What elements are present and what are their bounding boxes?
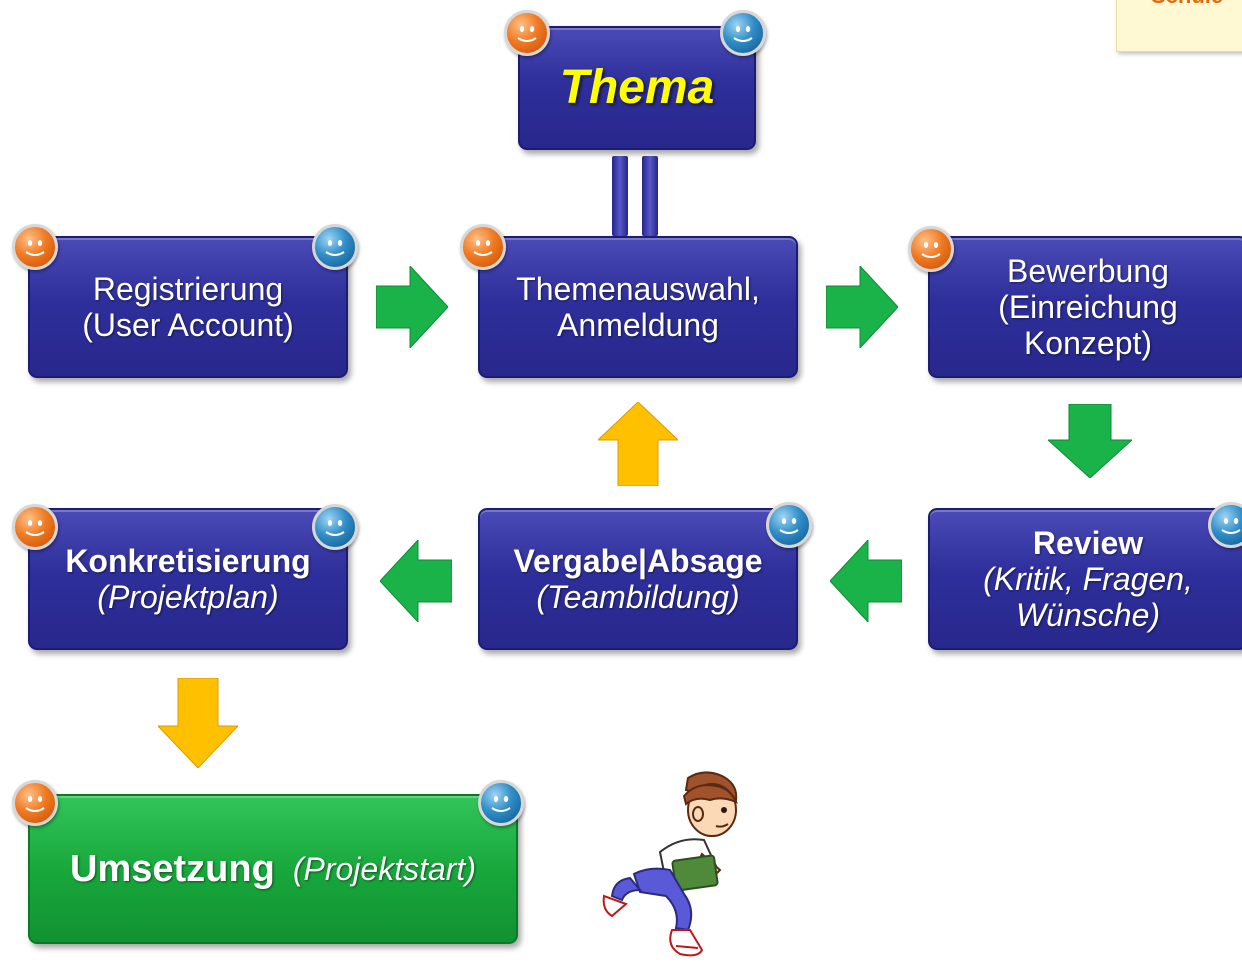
themenauswahl-box: Themenauswahl, Anmeldung <box>478 236 798 378</box>
thema-box: Thema <box>518 26 756 150</box>
review-line2: (Kritik, Fragen, <box>983 561 1193 597</box>
blue-smiley-icon <box>766 502 812 548</box>
arrow-left-icon <box>380 540 452 622</box>
orange-smiley-icon <box>460 224 506 270</box>
blue-smiley-icon <box>312 504 358 550</box>
themenauswahl-line1: Themenauswahl, <box>516 271 760 307</box>
arrow-down-icon <box>158 678 238 768</box>
blue-smiley-icon <box>720 10 766 56</box>
review-line1: Review <box>1032 525 1144 561</box>
registrierung-line2: (User Account) <box>82 307 294 343</box>
thema-title: Thema <box>559 61 715 114</box>
arrow-down-icon <box>1048 404 1132 478</box>
connector-pillar-left <box>612 156 628 236</box>
vergabe-box: Vergabe|Absage (Teambildung) <box>478 508 798 650</box>
blue-smiley-icon <box>312 224 358 270</box>
bewerbung-box: Bewerbung (Einreichung Konzept) <box>928 236 1242 378</box>
orange-smiley-icon <box>12 504 58 550</box>
umsetzung-line2: (Projektstart) <box>292 851 476 887</box>
konkretisierung-box: Konkretisierung (Projektplan) <box>28 508 348 650</box>
orange-smiley-icon <box>12 780 58 826</box>
corner-note-text: Schule <box>1151 0 1223 9</box>
review-box: Review (Kritik, Fragen, Wünsche) <box>928 508 1242 650</box>
umsetzung-box: Umsetzung (Projektstart) <box>28 794 518 944</box>
orange-smiley-icon <box>12 224 58 270</box>
orange-smiley-icon <box>908 226 954 272</box>
bewerbung-line2: (Einreichung <box>998 289 1178 325</box>
running-boy-illustration <box>602 771 738 957</box>
themenauswahl-line2: Anmeldung <box>557 307 719 343</box>
corner-note: Schule <box>1116 0 1242 52</box>
vergabe-line2: (Teambildung) <box>536 579 740 615</box>
arrow-right-icon <box>826 266 898 348</box>
bewerbung-line3: Konzept) <box>1023 325 1153 361</box>
blue-smiley-icon <box>478 780 524 826</box>
registrierung-line1: Registrierung <box>92 271 284 307</box>
review-line3: Wünsche) <box>1015 597 1161 633</box>
vergabe-line1: Vergabe|Absage <box>513 543 763 579</box>
registrierung-box: Registrierung (User Account) <box>28 236 348 378</box>
konkretisierung-line1: Konkretisierung <box>65 543 311 579</box>
arrow-up-icon <box>598 402 678 486</box>
umsetzung-line1: Umsetzung <box>70 848 275 890</box>
orange-smiley-icon <box>504 10 550 56</box>
connector-pillar-right <box>642 156 658 236</box>
arrow-right-icon <box>376 266 448 348</box>
arrow-left-icon <box>830 540 902 622</box>
blue-smiley-icon <box>1208 502 1242 548</box>
bewerbung-line1: Bewerbung <box>1007 253 1169 289</box>
konkretisierung-line2: (Projektplan) <box>97 579 279 615</box>
